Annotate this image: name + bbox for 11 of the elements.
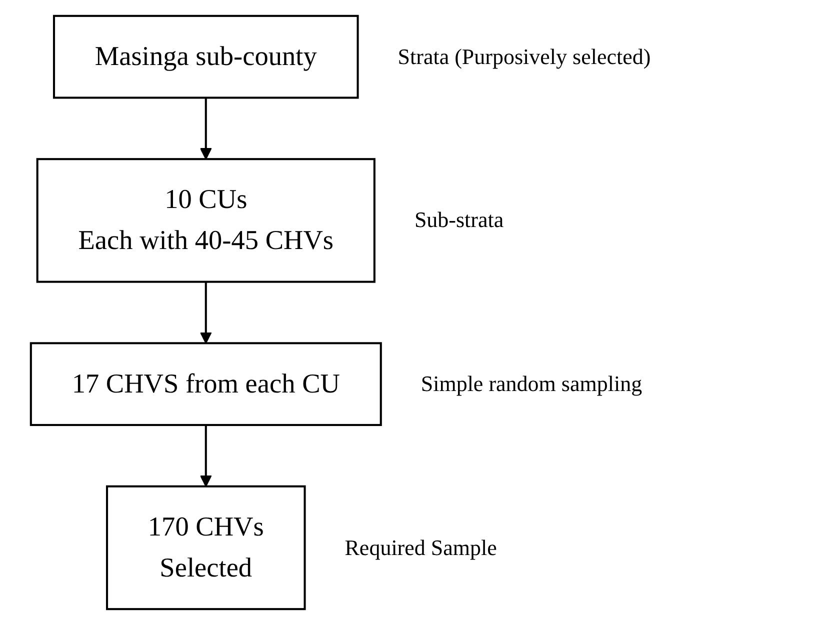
arrow xyxy=(200,425,212,487)
step-note: Strata (Purposively selected) xyxy=(398,44,651,70)
process-box: Masinga sub-county xyxy=(52,14,359,99)
step-note: Sub-strata xyxy=(414,207,504,234)
process-box: 10 CUs Each with 40-45 CHVs xyxy=(36,158,376,283)
process-box: 170 CHVs Selected xyxy=(106,485,306,610)
arrow xyxy=(200,98,212,160)
arrow xyxy=(200,282,212,344)
step-note: Simple random sampling xyxy=(420,371,642,398)
step-note: Required Sample xyxy=(344,534,497,561)
process-box: 17 CHVS from each CU xyxy=(30,342,382,426)
